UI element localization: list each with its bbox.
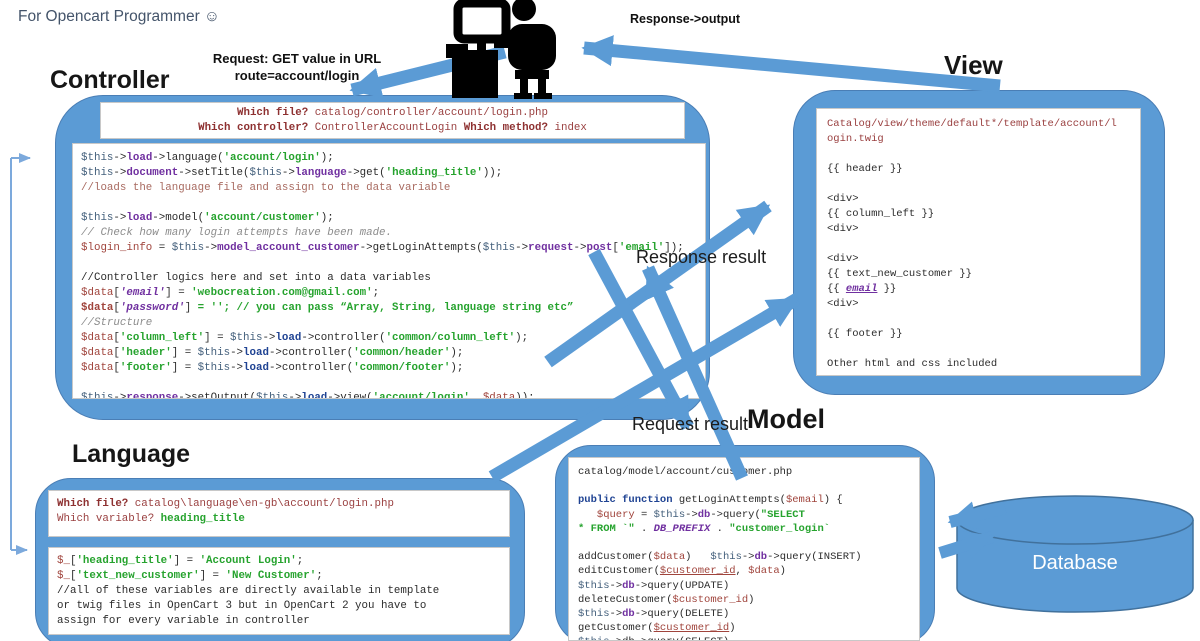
code-line: {{ text_new_customer }} — [827, 268, 972, 280]
code-line: $this->db->query(UPDATE) — [578, 579, 730, 592]
user-icon — [420, 0, 560, 100]
code-line: //Structure — [81, 317, 153, 329]
response-result-label: Response result — [636, 247, 767, 267]
code-line: editCustomer($customer_id, $data) — [578, 565, 786, 578]
code-line: $this->load->language('account/login'); — [81, 152, 334, 164]
language-title: Language — [72, 440, 191, 468]
code-line: * FROM `" . DB_PREFIX . "customer_login` — [578, 522, 831, 535]
code-line — [81, 196, 697, 211]
code-line: //loads the language file and assign to … — [81, 182, 451, 194]
code-line: $data['password'] = ''; // you can pass … — [81, 302, 574, 314]
request-result-label: Request result — [632, 414, 749, 434]
note-text: For Opencart Programmer ☺ — [18, 8, 220, 25]
code-line: $login_info = $this->model_account_custo… — [81, 242, 684, 254]
code-line: $data['footer'] = $this->load->controlle… — [81, 362, 464, 374]
code-line: Other html and css included — [827, 358, 998, 370]
code-line: Catalog/view/theme/default*/template/acc… — [827, 118, 1117, 130]
code-line: $this->db->query(DELETE) — [578, 608, 730, 621]
code-line: $this->load->model('account/customer'); — [81, 212, 334, 224]
code-line: Which controller? ControllerAccountLogin… — [198, 122, 587, 134]
code-line: $data['header'] = $this->load->controlle… — [81, 347, 464, 359]
code-line: assign for every variable in controller — [57, 615, 310, 627]
code-line: {{ email }} — [827, 283, 897, 295]
code-line: $_['text_new_customer'] = 'New Customer'… — [57, 570, 323, 582]
code-line: ogin.twig — [827, 133, 884, 145]
controller-title: Controller — [50, 66, 170, 94]
controller-code-panel: $this->load->language('account/login'); $… — [72, 143, 706, 399]
code-line — [578, 536, 910, 550]
code-line: $this->db->query(SELECT) — [578, 635, 910, 640]
database-label: Database — [1032, 552, 1118, 574]
code-line: Which file? catalog\language\en-gb\accou… — [57, 498, 394, 510]
arrow-database-to-model — [947, 501, 1007, 530]
controller-header-panel: Which file? catalog/controller/account/l… — [100, 102, 685, 139]
code-line: <div> — [827, 298, 859, 310]
code-line: addCustomer($data) $this->db->query(INSE… — [578, 551, 862, 564]
code-line: catalog/model/account/customer.php — [578, 466, 793, 478]
code-line — [827, 237, 1130, 252]
response-output-label: Response->output — [630, 12, 741, 26]
arrow-response-view-to-user — [581, 35, 1001, 93]
language-code-panel: $_['heading_title'] = 'Account Login'; $_… — [48, 547, 510, 635]
code-line — [81, 376, 697, 391]
code-line: //all of these variables are directly av… — [57, 585, 440, 597]
model-code-panel: catalog/model/account/customer.php publi… — [568, 457, 920, 641]
code-line: $this->document->setTitle($this->languag… — [81, 167, 503, 179]
code-line: //Controller logics here and set into a … — [81, 272, 431, 284]
code-line — [827, 342, 1130, 357]
code-line: $data['column_left'] = $this->load->cont… — [81, 332, 529, 344]
code-line: $_['heading_title'] = 'Account Login'; — [57, 555, 304, 567]
code-line: Which variable? heading_title — [57, 513, 245, 525]
request-label-line1: Request: GET value in URL — [212, 51, 382, 66]
code-line — [827, 177, 1130, 192]
language-header-panel: Which file? catalog\language\en-gb\accou… — [48, 490, 510, 537]
code-line: {{ column_left }} — [827, 208, 935, 220]
view-title: View — [944, 50, 1003, 80]
code-line — [81, 256, 697, 271]
code-line: getCustomer($customer_id) — [578, 622, 736, 635]
request-label: Request: GET value in URL route=account/… — [197, 50, 397, 84]
code-line: // Check how many login attempts have be… — [81, 227, 393, 239]
code-line: or twig files in OpenCart 3 but in OpenC… — [57, 600, 427, 612]
code-line: deleteCustomer($customer_id) — [578, 593, 755, 606]
code-line: $this->response->setOutput($this->load->… — [81, 392, 535, 399]
code-line: {{ footer }} — [827, 328, 903, 340]
controller-language-connector — [10, 153, 31, 555]
code-line — [827, 312, 1130, 327]
code-line: <div> — [827, 223, 859, 235]
code-line: $data['email'] = 'webocreation.com@gmail… — [81, 287, 380, 299]
arrow-model-to-database — [938, 531, 995, 559]
code-line: <div> — [827, 193, 859, 205]
code-line: $query = $this->db->query("SELECT — [596, 508, 805, 521]
code-line — [578, 479, 910, 493]
code-line: <div> — [827, 253, 859, 265]
code-line — [827, 147, 1130, 162]
code-line: public function getLoginAttempts($email)… — [578, 494, 843, 507]
view-code-panel: Catalog/view/theme/default*/template/acc… — [816, 108, 1141, 376]
code-line: {{ header }} — [827, 163, 903, 175]
request-label-line2: route=account/login — [234, 68, 360, 83]
code-line: Which file? catalog/controller/account/l… — [236, 107, 549, 119]
model-title: Model — [747, 404, 825, 434]
